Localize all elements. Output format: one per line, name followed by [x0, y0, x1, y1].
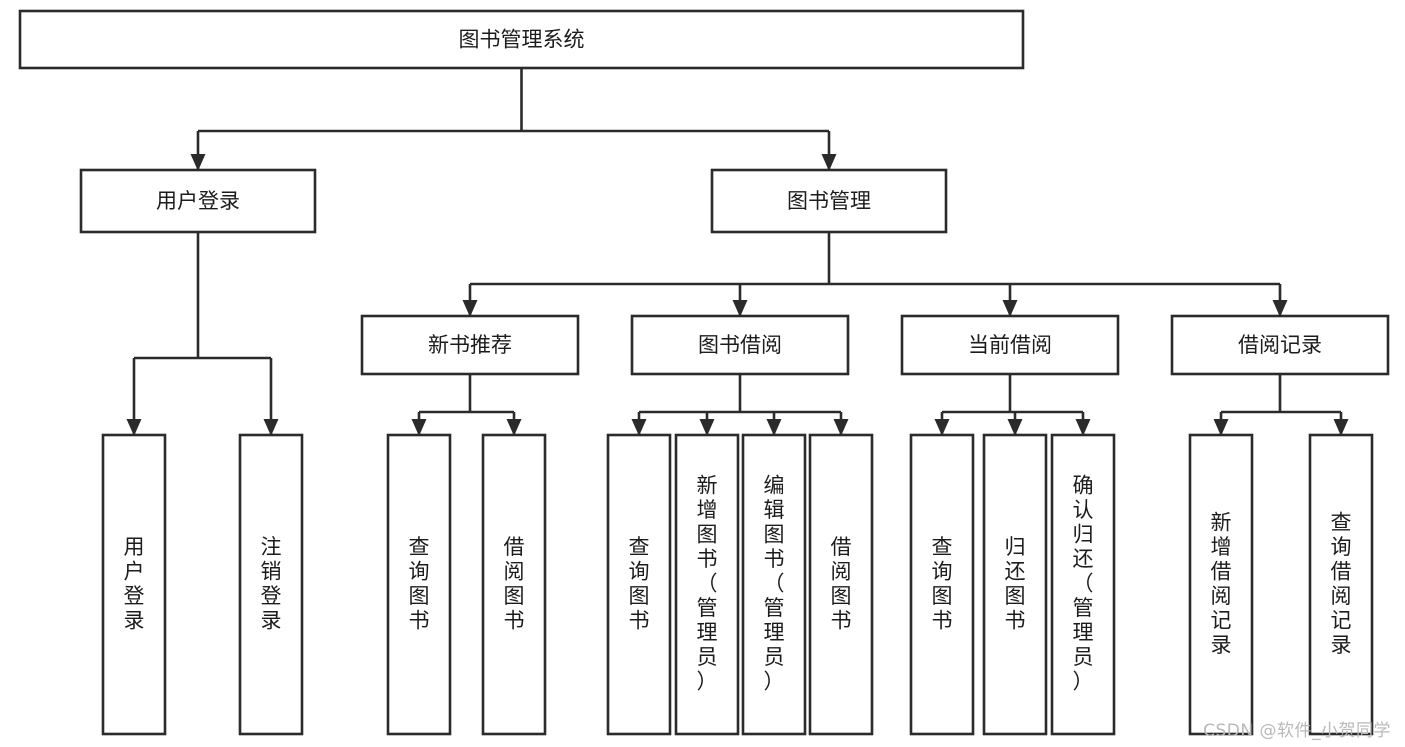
arrow-icon [732, 300, 748, 317]
node-box [101, 433, 167, 736]
node-box [238, 433, 304, 736]
node-label: 图书管理系统 [459, 28, 585, 52]
node-label: 新增借阅记录 [1211, 510, 1232, 657]
arrow-icon [821, 154, 837, 171]
node-label: 用户登录 [156, 189, 240, 213]
node-box [630, 314, 850, 376]
node-label: 图书借阅 [698, 333, 782, 357]
node-box [710, 168, 948, 234]
node-root[interactable]: 图书管理系统 [18, 9, 1025, 70]
node-book-manage[interactable]: 图书管理 [710, 168, 948, 234]
node-leaf-br-query[interactable]: 查询借阅记录 [1308, 433, 1374, 736]
watermark-label: CSDN @软件_小贺同学 [1203, 721, 1391, 741]
node-box [1308, 433, 1374, 736]
node-box [1170, 314, 1390, 376]
arrow-icon [833, 419, 849, 436]
node-box [741, 433, 807, 736]
node-label: 借阅记录 [1238, 333, 1322, 357]
node-label: 查询借阅记录 [1331, 510, 1352, 657]
node-label: 注销登录 [261, 535, 282, 633]
arrow-icon [699, 419, 715, 436]
node-label: 确认归还（管理员） [1073, 474, 1094, 694]
arrow-icon [462, 300, 478, 317]
node-box [909, 433, 975, 736]
node-box [79, 168, 317, 234]
node-box [674, 433, 740, 736]
arrow-icon [190, 154, 206, 171]
node-box [900, 314, 1120, 376]
node-box [481, 433, 547, 736]
arrow-icon [263, 419, 279, 436]
arrow-icon [1002, 300, 1018, 317]
node-box [1050, 433, 1116, 736]
node-layer: 图书管理系统用户登录图书管理新书推荐图书借阅当前借阅借阅记录用户登录注销登录查询… [18, 9, 1390, 736]
node-leaf-bb-edit[interactable]: 编辑图书（管理员） [741, 433, 807, 736]
node-label: 新增图书（管理员） [697, 474, 718, 694]
arrow-icon [1333, 419, 1349, 436]
node-label: 图书管理 [787, 189, 871, 213]
node-user-login[interactable]: 用户登录 [79, 168, 317, 234]
node-leaf-bb-borrow[interactable]: 借阅图书 [808, 433, 874, 736]
node-leaf-rec-query[interactable]: 查询图书 [386, 433, 452, 736]
node-label: 查询图书 [409, 535, 430, 633]
node-new-book-rec[interactable]: 新书推荐 [360, 314, 580, 376]
node-label: 当前借阅 [968, 333, 1052, 357]
node-label: 查询图书 [629, 535, 650, 633]
arrow-icon [934, 419, 950, 436]
node-leaf-cb-query[interactable]: 查询图书 [909, 433, 975, 736]
arrow-icon [126, 419, 142, 436]
arrow-icon [1213, 419, 1229, 436]
node-leaf-bb-query[interactable]: 查询图书 [606, 433, 672, 736]
node-label: 编辑图书（管理员） [764, 474, 785, 694]
node-label: 查询图书 [932, 535, 953, 633]
node-leaf-cb-confirm[interactable]: 确认归还（管理员） [1050, 433, 1116, 736]
node-label: 借阅图书 [831, 535, 852, 633]
arrow-icon [1272, 300, 1288, 317]
node-label: 用户登录 [124, 535, 145, 633]
arrow-icon [506, 419, 522, 436]
arrow-icon [766, 419, 782, 436]
node-box [360, 314, 580, 376]
node-box [386, 433, 452, 736]
node-book-borrow[interactable]: 图书借阅 [630, 314, 850, 376]
node-current-borrow[interactable]: 当前借阅 [900, 314, 1120, 376]
connector-layer [126, 68, 1349, 436]
node-borrow-record[interactable]: 借阅记录 [1170, 314, 1390, 376]
arrow-icon [1007, 419, 1023, 436]
arrow-icon [631, 419, 647, 436]
arrow-icon [1075, 419, 1091, 436]
node-label: 归还图书 [1005, 535, 1026, 633]
node-box [1188, 433, 1254, 736]
node-label: 新书推荐 [428, 333, 512, 357]
node-box [982, 433, 1048, 736]
node-box [606, 433, 672, 736]
node-leaf-br-add[interactable]: 新增借阅记录 [1188, 433, 1254, 736]
node-leaf-bb-add[interactable]: 新增图书（管理员） [674, 433, 740, 736]
node-leaf-user-logout[interactable]: 注销登录 [238, 433, 304, 736]
node-leaf-cb-return[interactable]: 归还图书 [982, 433, 1048, 736]
node-label: 借阅图书 [504, 535, 525, 633]
node-leaf-rec-borrow[interactable]: 借阅图书 [481, 433, 547, 736]
node-leaf-user-login[interactable]: 用户登录 [101, 433, 167, 736]
arrow-icon [411, 419, 427, 436]
node-box [18, 9, 1025, 70]
node-box [808, 433, 874, 736]
